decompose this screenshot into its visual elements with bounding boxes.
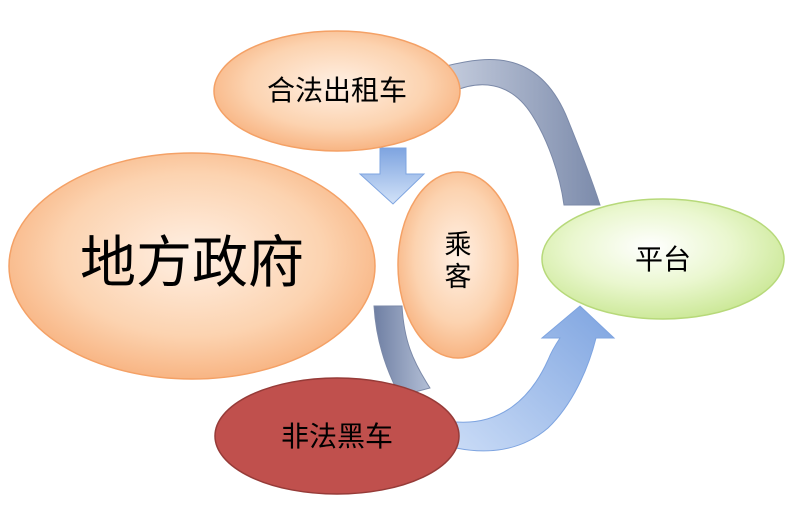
passenger-label: 乘客 [444, 230, 472, 293]
platform-ellipse [541, 198, 785, 320]
local-government-ellipse [8, 152, 376, 380]
illegal-car-ellipse [214, 377, 460, 495]
legal-taxi-ellipse [213, 30, 461, 152]
illegal-car-label: 非法黑车 [280, 420, 393, 453]
local-government-label: 地方政府 [80, 231, 304, 296]
arrow-taxi-to-passenger [358, 147, 426, 205]
platform-label: 平台 [634, 243, 691, 276]
arrow-illegal-to-platform [455, 305, 616, 452]
passenger-ellipse [397, 171, 519, 359]
arrow-passenger-to-illegal [373, 305, 431, 397]
arrow-taxi-to-platform [445, 59, 601, 206]
legal-taxi-label: 合法出租车 [266, 74, 407, 107]
